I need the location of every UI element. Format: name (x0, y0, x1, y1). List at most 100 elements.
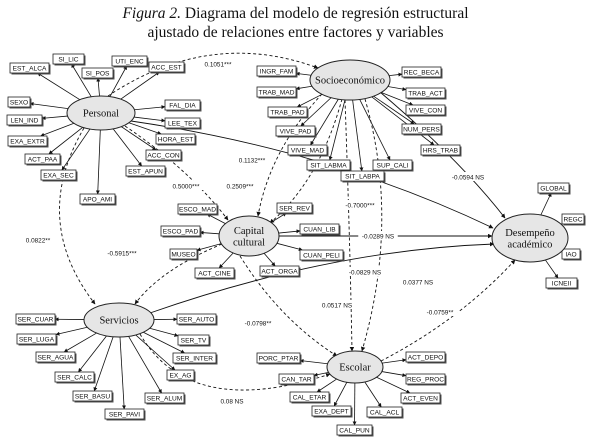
indicator-ser-inter: SER_INTER (172, 352, 218, 365)
indicator-box (148, 61, 185, 73)
indicator-label: GLOBAL (540, 185, 567, 192)
indicator-label: TRAB_PAD (270, 109, 305, 116)
indicator-label: APO_AMI (83, 196, 112, 203)
indicator-label: SEXO (10, 99, 28, 106)
indicator-ser-basu: SER_BASU (72, 390, 114, 403)
indicator-label: ICNEII (552, 280, 572, 287)
loading-arrow-personal (71, 63, 92, 97)
coef-bg (21, 235, 55, 244)
loading-arrow-servicios (128, 336, 162, 394)
indicator-label: SER_REV (279, 205, 310, 212)
coef-label: 0.1132*** (239, 157, 266, 164)
indicator-box (267, 106, 308, 118)
loading-arrow-socio (352, 99, 364, 172)
coef-capital-servicios: -0.5915*** (102, 248, 142, 257)
coef-socio-escolar-b: 0.0377 NS (400, 277, 436, 286)
loading-arrow-socio (295, 85, 313, 91)
indicator-ex-ag: EX_AG (166, 369, 196, 382)
indicator-box (545, 277, 578, 289)
loading-arrow-servicios (119, 336, 126, 410)
indicator-label: SER_INTER (176, 355, 213, 362)
loading-arrow-servicios (93, 336, 114, 392)
coef-personal-servicios: 0.0822** (21, 235, 55, 244)
indicator-ser-calc: SER_CALC (54, 371, 96, 384)
indicator-box (561, 213, 585, 225)
loading-arrow-personal (109, 65, 128, 97)
loading-arrow-personal (48, 127, 84, 155)
loading-arrow-desempeno (540, 192, 552, 216)
indicator-box (289, 391, 330, 403)
indicator-box (366, 406, 403, 418)
loading-arrow-socio (373, 95, 415, 125)
indicator-label: CUAN_PELI (303, 252, 340, 259)
indicator-sit-labma: SIT_LABMA (306, 159, 352, 172)
indicator-box (405, 104, 446, 116)
path-socio-escolar-b (360, 98, 383, 352)
indicator-box (405, 87, 446, 99)
indicator-cal-etar: CAL_ETAR (289, 391, 331, 404)
latent-desempeno-shape (491, 213, 569, 263)
coef-label: -0.0759** (427, 309, 454, 316)
indicator-label: SIT_LABMA (310, 162, 347, 169)
loading-arrow-capital (270, 212, 287, 223)
indicator-sexo: SEXO (7, 96, 32, 109)
indicator-acc-est: ACC_EST (148, 61, 186, 74)
coef-capital-desempeno: -0.0289 NS (358, 231, 398, 240)
indicator-label: REG_PROC (407, 376, 444, 383)
indicator-box (256, 86, 297, 98)
indicator-ingr-fam: INGR_FAM (256, 65, 298, 78)
latent-socio: Socioeconómico (309, 59, 391, 101)
loading-arrow-servicios (143, 331, 185, 354)
indicator-box (561, 248, 581, 260)
indicator-act-cine: ACT_CINE (194, 267, 236, 280)
indicator-box (287, 144, 328, 156)
indicator-label: ACT_ORGA (261, 268, 298, 275)
indicator-box (537, 182, 570, 194)
loading-arrow-capital (276, 242, 303, 252)
coef-bg (102, 248, 142, 257)
indicator-box (336, 424, 373, 436)
indicator-box (52, 53, 85, 65)
loading-arrow-socio (388, 72, 403, 77)
indicator-box (81, 67, 114, 79)
coef-servicios-escolar: 0.08 NS (217, 396, 247, 405)
indicator-label: ACC_CON (147, 152, 179, 159)
indicator-box (194, 267, 235, 279)
coef-bg (222, 181, 258, 190)
loading-arrow-personal (41, 115, 68, 121)
indicator-lee-tex: LEE_TEX (164, 117, 202, 130)
indicator-trab-pad: TRAB_PAD (267, 106, 309, 119)
indicator-box (278, 373, 315, 385)
indicator-box (7, 135, 48, 147)
figure-title-line-1: Figura 2. Diagrama del modelo de regresi… (0, 4, 591, 23)
loading-arrow-escolar (313, 372, 329, 377)
coef-label: -0.0798** (245, 320, 272, 327)
indicator-reg-proc: REG_PROC (405, 373, 447, 386)
indicator-box (176, 313, 217, 325)
coef-personal-capital: 0.5000*** (168, 181, 204, 190)
indicator-ser-pavi: SER_PAVI (104, 408, 146, 421)
loading-arrow-escolar (316, 378, 337, 393)
indicator-esco-mad: ESCO_MAD (177, 203, 219, 216)
latent-desempeno-label: académico (508, 239, 553, 250)
indicator-len-ind: LEN_IND (6, 114, 44, 127)
indicator-label: REC_BECA (404, 69, 440, 76)
indicator-cuan-lib: CUAN_LIB (299, 223, 341, 236)
indicator-box (144, 392, 185, 404)
loading-arrow-socio (310, 98, 339, 146)
loading-arrow-capital (218, 252, 234, 269)
indicator-label: SER_PAVI (109, 411, 140, 418)
indicator-label: SER_AUTO (179, 316, 214, 323)
loading-arrow-servicios (78, 335, 107, 373)
indicator-box (259, 265, 300, 277)
indicator-box (405, 351, 446, 363)
indicator-label: ACC_EST (151, 64, 181, 71)
indicator-box (16, 333, 57, 345)
indicator-box (15, 313, 56, 325)
indicator-exa-sec: EXA_SEC (40, 169, 78, 182)
indicator-label: TRAB_ACT (408, 90, 442, 97)
coef-bg (400, 277, 436, 286)
indicator-num-pers: NUM_PERS (401, 123, 443, 136)
path-lines (29, 63, 567, 426)
